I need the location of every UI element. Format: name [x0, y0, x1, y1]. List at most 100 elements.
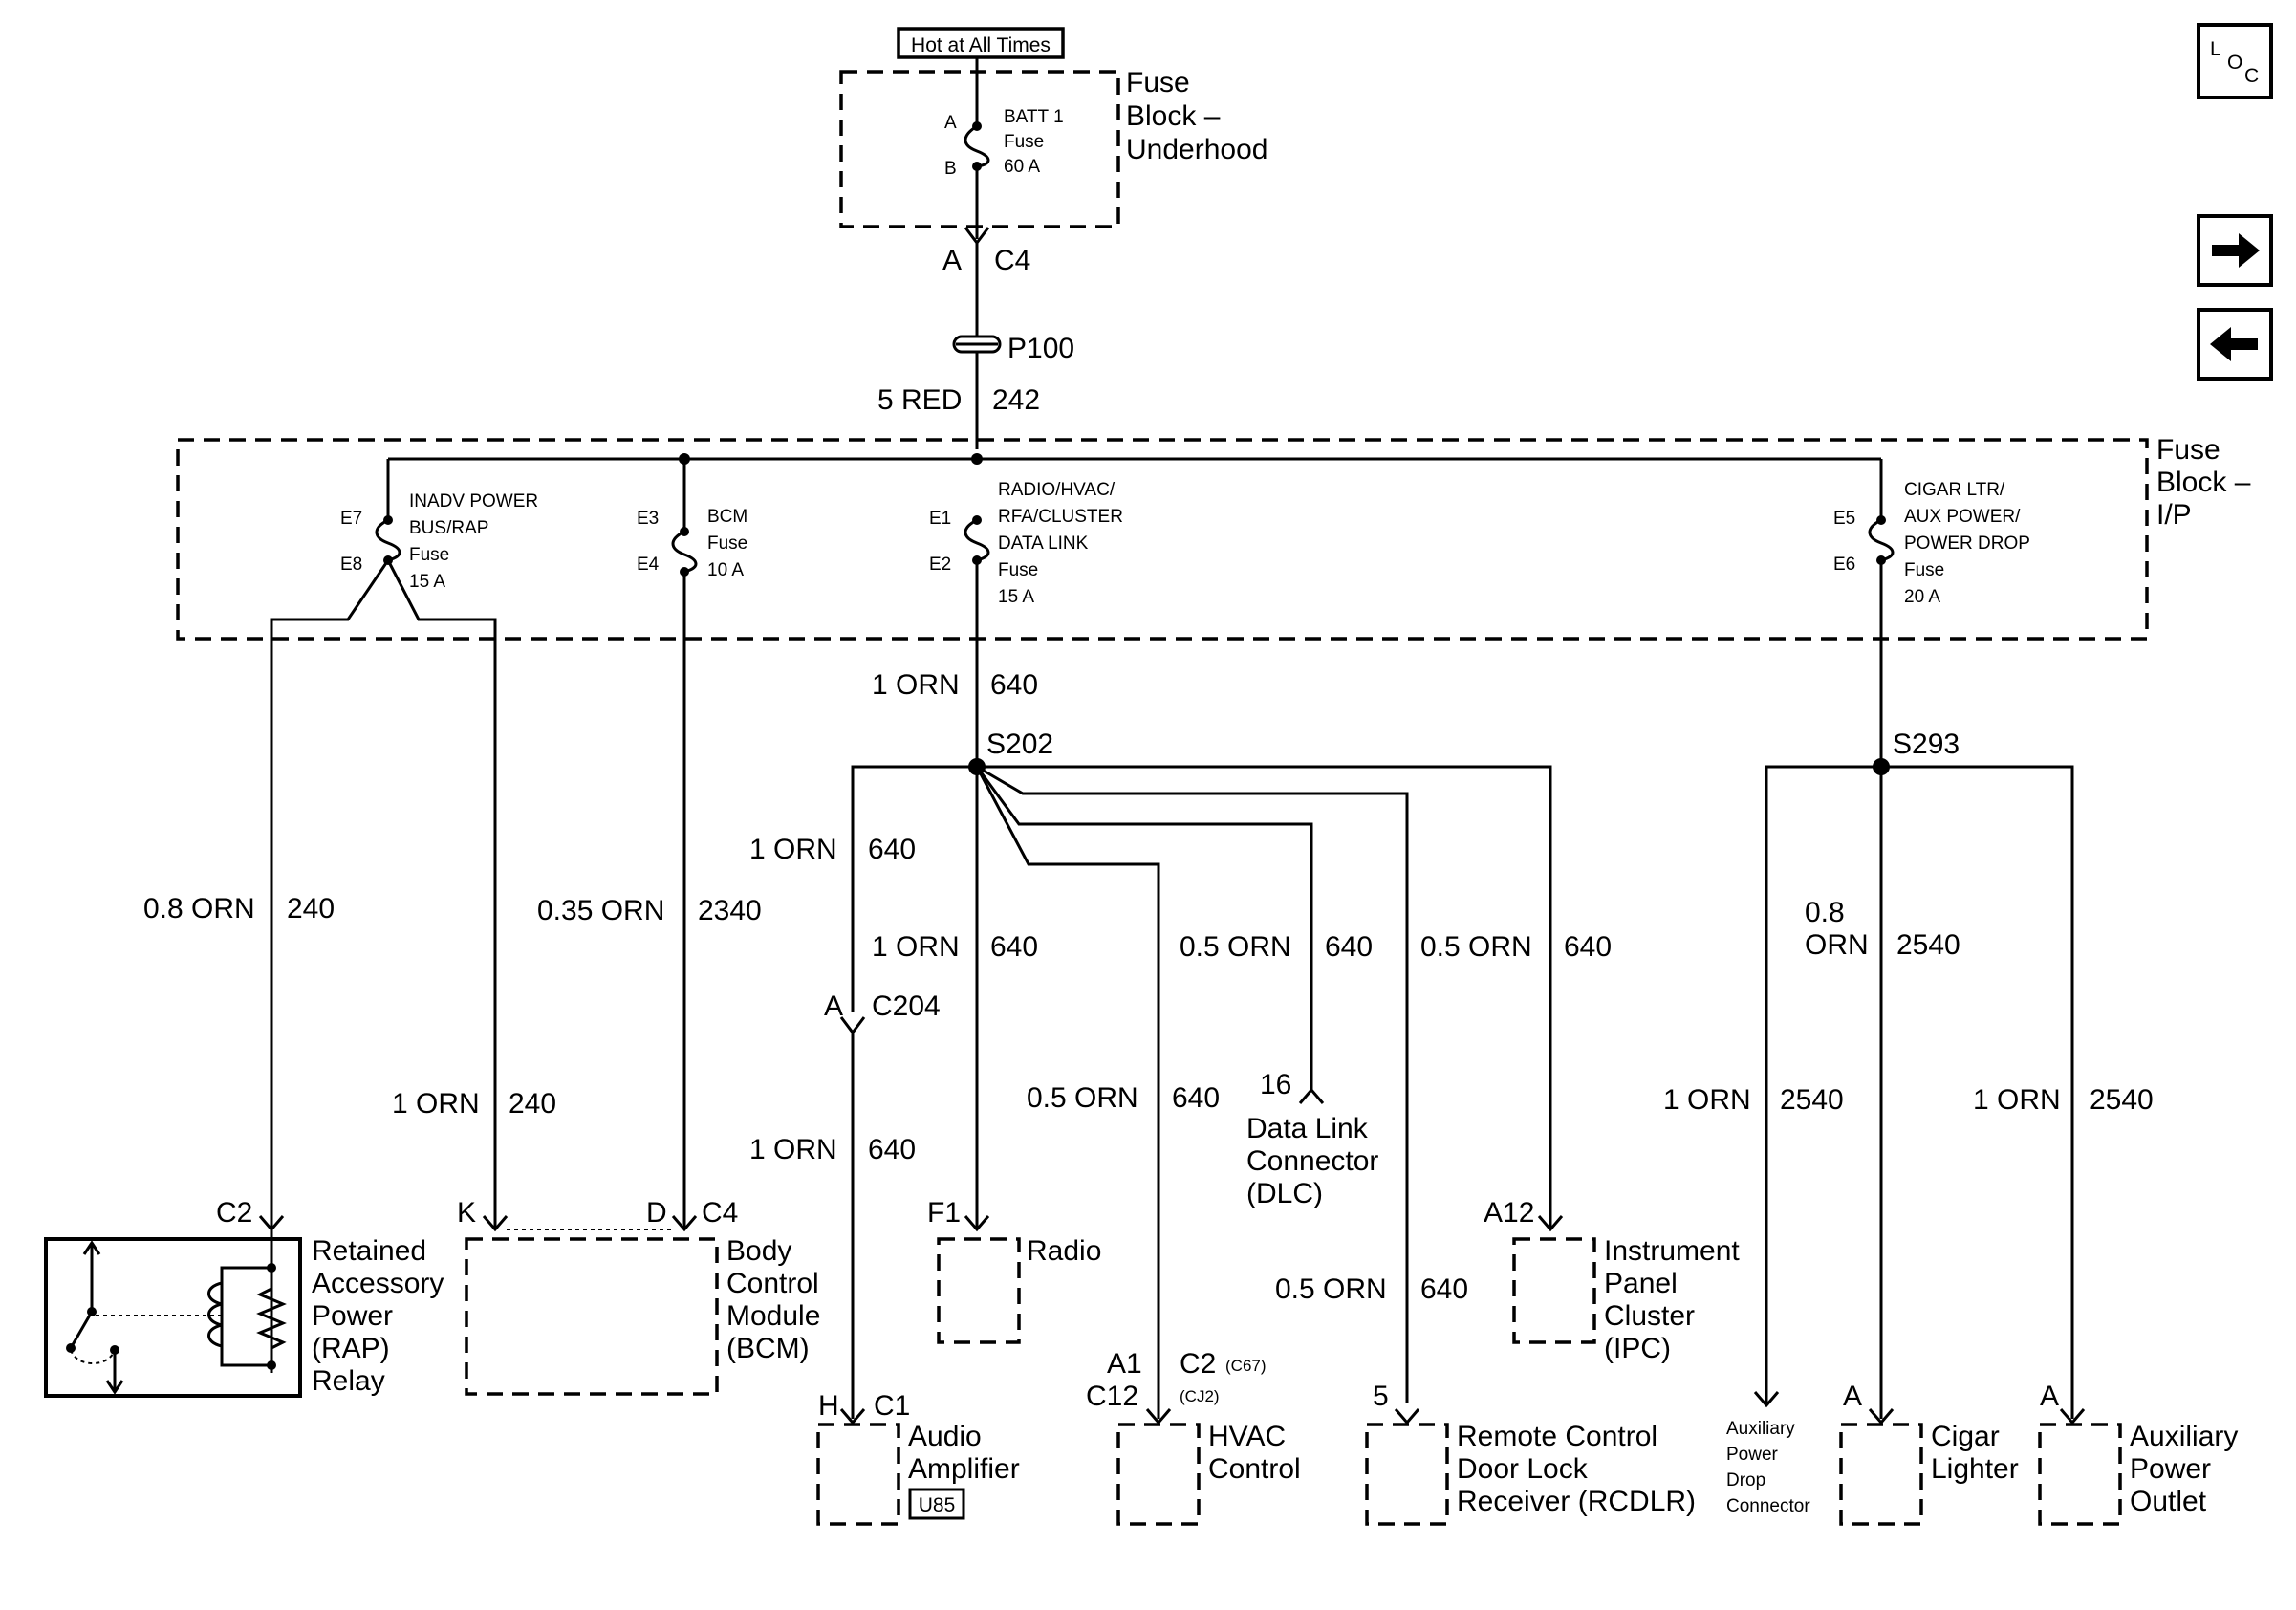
wire-640-hvac-gauge: 0.5 ORN — [1027, 1082, 1138, 1114]
hvac-c67-label: (C67) — [1225, 1357, 1267, 1375]
svg-text:Hot at All Times: Hot at All Times — [911, 34, 1051, 56]
svg-text:Fuse: Fuse — [1004, 132, 1044, 152]
svg-text:Underhood: Underhood — [1126, 134, 1267, 165]
wire-640-dlc-gauge: 0.5 ORN — [1180, 931, 1291, 963]
svg-text:AUX POWER/: AUX POWER/ — [1904, 507, 2021, 527]
svg-text:Fuse: Fuse — [707, 533, 747, 554]
c204-connector-symbol — [839, 1016, 866, 1035]
back-arrow-icon[interactable] — [2197, 308, 2273, 381]
rcdlr-label: Remote Control Door Lock Receiver (RCDLR… — [1457, 1421, 1696, 1517]
svg-text:(IPC): (IPC) — [1604, 1333, 1671, 1364]
wire-2540-outlet-circuit: 2540 — [2090, 1084, 2154, 1116]
wire-242-circuit: 242 — [992, 384, 1040, 416]
wire-640-radio-gauge: 1 ORN — [872, 931, 960, 963]
fuse-e4-pin: E4 — [637, 555, 660, 575]
relay-switch-icon — [69, 1311, 94, 1349]
svg-text:RADIO/HVAC/: RADIO/HVAC/ — [998, 480, 1116, 500]
wire-640-c204-circuit: 640 — [868, 834, 916, 865]
fuse-e7-pin: E7 — [340, 509, 362, 529]
c204-label: C204 — [872, 990, 941, 1022]
forward-arrow-icon[interactable] — [2197, 214, 2273, 287]
wire-640-amp-gauge: 1 ORN — [749, 1134, 837, 1165]
audio-amplifier-module — [816, 1423, 900, 1526]
svg-text:I/P: I/P — [2156, 499, 2192, 531]
svg-text:Instrument: Instrument — [1604, 1235, 1740, 1267]
ipc-module — [1512, 1237, 1596, 1344]
wire-240-b-circuit: 240 — [509, 1088, 556, 1120]
ipc-label: Instrument Panel Cluster (IPC) — [1604, 1235, 1740, 1364]
conn-c4-label: C4 — [994, 245, 1030, 276]
relay-coil-icon — [207, 1281, 223, 1348]
svg-text:Remote Control: Remote Control — [1457, 1421, 1657, 1452]
wire-640-c204-gauge: 1 ORN — [749, 834, 837, 865]
bcm-fuse-label: BCM Fuse 10 A — [707, 507, 747, 580]
rap-relay — [44, 1229, 302, 1398]
radio-hvac-fuse-label: RADIO/HVAC/ RFA/CLUSTER DATA LINK Fuse 1… — [998, 480, 1123, 607]
wire-640-main-circuit: 640 — [990, 669, 1038, 701]
radio-pin-f1: F1 — [927, 1197, 961, 1229]
inadv-power-fuse — [270, 459, 497, 1228]
wire-640-rcdlr-circuit: 640 — [1420, 1273, 1468, 1305]
batt-pin-b: B — [944, 159, 957, 179]
fuse-e1-pin: E1 — [929, 509, 951, 529]
svg-text:Amplifier: Amplifier — [908, 1453, 1020, 1485]
wire-640-ipc-circuit: 640 — [1564, 931, 1612, 963]
svg-text:RFA/CLUSTER: RFA/CLUSTER — [998, 507, 1123, 527]
wire-240-a-circuit: 240 — [287, 893, 335, 925]
svg-text:BUS/RAP: BUS/RAP — [409, 518, 488, 538]
radio-hvac-fuse — [964, 515, 990, 767]
svg-text:15 A: 15 A — [998, 587, 1034, 607]
bcm-module — [465, 1237, 719, 1396]
bcm-c4-label: C4 — [702, 1197, 738, 1229]
amp-c1-label: C1 — [874, 1390, 910, 1422]
fuse-e8-pin: E8 — [340, 555, 362, 575]
svg-text:Block –: Block – — [1126, 100, 1221, 132]
dlc-pin-label: 16 — [1260, 1069, 1291, 1100]
wire-242-gauge: 5 RED — [877, 384, 962, 416]
fuse-e6-pin: E6 — [1833, 555, 1855, 575]
rap-c2-label: C2 — [216, 1197, 252, 1229]
svg-text:Drop: Drop — [1726, 1470, 1765, 1490]
wire-640-dlc-circuit: 640 — [1325, 931, 1373, 963]
bcm-pin-k: K — [457, 1197, 476, 1229]
svg-text:POWER DROP: POWER DROP — [1904, 533, 2030, 554]
svg-text:Connector: Connector — [1726, 1496, 1810, 1516]
bcm-label: Body Control Module (BCM) — [726, 1235, 820, 1364]
p100-label: P100 — [1007, 333, 1074, 364]
svg-text:Body: Body — [726, 1235, 791, 1267]
svg-text:Power: Power — [312, 1300, 393, 1332]
u85-badge: U85 — [908, 1488, 965, 1520]
dlc-label: Data Link Connector (DLC) — [1246, 1113, 1378, 1209]
svg-text:L: L — [2210, 38, 2221, 60]
aux-power-outlet-label: Auxiliary Power Outlet — [2130, 1421, 2238, 1517]
svg-text:(DLC): (DLC) — [1246, 1178, 1323, 1209]
hvac-control-module — [1116, 1423, 1201, 1526]
cigar-aux-fuse — [1868, 459, 1895, 767]
svg-text:Control: Control — [726, 1268, 819, 1299]
hvac-control-label: HVAC Control — [1208, 1421, 1301, 1485]
svg-text:Block –: Block – — [2156, 467, 2251, 498]
hvac-pin-a1: A1 — [1107, 1348, 1142, 1380]
svg-text:Relay: Relay — [312, 1365, 385, 1397]
outlet-pin-a: A — [2040, 1381, 2059, 1412]
svg-text:Receiver (RCDLR): Receiver (RCDLR) — [1457, 1486, 1696, 1517]
svg-text:Panel: Panel — [1604, 1268, 1678, 1299]
svg-text:Connector: Connector — [1246, 1145, 1378, 1177]
wire-640-main-gauge: 1 ORN — [872, 669, 960, 701]
amp-pin-h: H — [818, 1390, 839, 1422]
fuse-e5-pin: E5 — [1833, 509, 1855, 529]
loc-icon[interactable]: L O C — [2197, 23, 2273, 99]
svg-text:HVAC: HVAC — [1208, 1421, 1286, 1452]
cigar-lighter-label: Cigar Lighter — [1931, 1421, 2019, 1485]
svg-text:Fuse: Fuse — [1904, 560, 1944, 580]
svg-text:Auxiliary: Auxiliary — [1726, 1419, 1795, 1439]
cigar-lighter-module — [1839, 1423, 1923, 1526]
fuse-e3-pin: E3 — [637, 509, 659, 529]
wire-240-b-gauge: 1 ORN — [392, 1088, 480, 1120]
svg-text:U85: U85 — [919, 1494, 956, 1516]
wire-2540-main-gauge: 0.8 — [1805, 897, 1845, 928]
svg-text:Power: Power — [2130, 1453, 2211, 1485]
batt1-fuse — [964, 121, 990, 171]
svg-text:Cluster: Cluster — [1604, 1300, 1695, 1332]
